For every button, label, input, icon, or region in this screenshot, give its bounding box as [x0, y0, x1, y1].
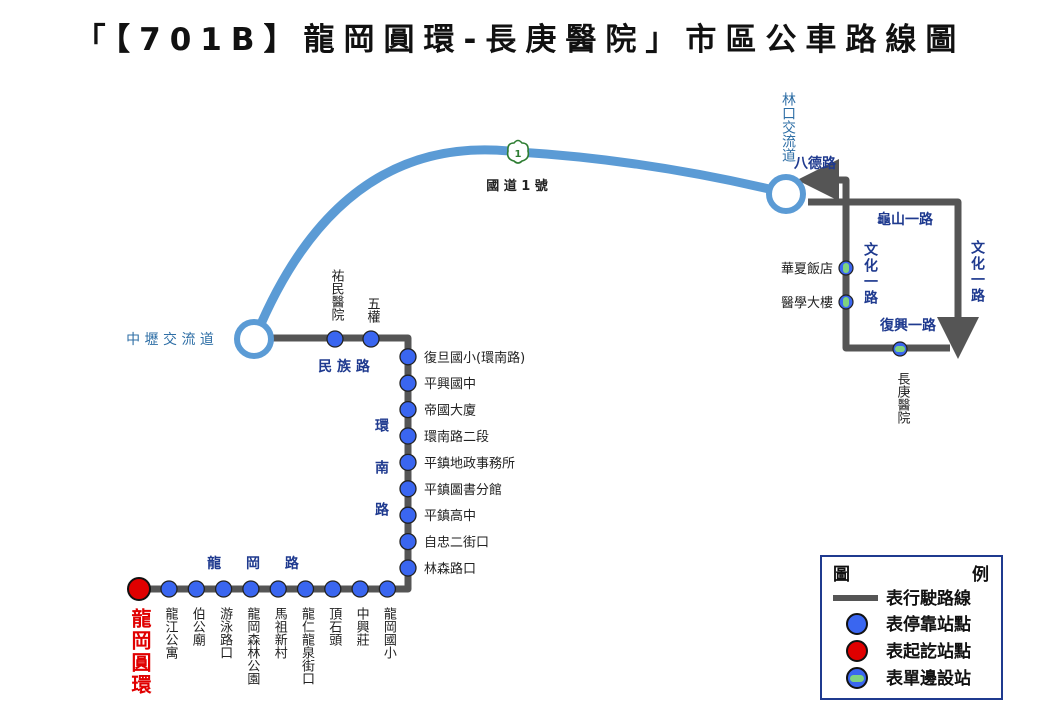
stop-name-longgang-2: 游泳路口 [217, 607, 233, 659]
one-way-stop-inner-0 [843, 263, 849, 273]
legend-title-left: 圖 [833, 565, 850, 585]
one-way-stop-name-1: 醫學大樓 [781, 296, 833, 311]
road-label-guishan: 龜山一路 [877, 211, 934, 228]
stop-name-huannan-5: 環南路二段 [424, 429, 489, 445]
stop-name-huannan-7: 平興國中 [424, 377, 476, 392]
stop-name-huannan-0: 林森路口 [424, 561, 476, 577]
stop-name-huannan-1: 自忠二街口 [424, 536, 489, 551]
road-label-minzu: 民 族 路 [318, 358, 371, 375]
stop-marker-longgang-7[interactable] [351, 580, 369, 598]
stop-name-longgang-5: 龍仁龍泉街口 [299, 606, 315, 685]
stop-marker-longgang-0[interactable] [160, 580, 178, 598]
stop-name-longgang-6: 頂石頭 [326, 607, 342, 646]
legend-title-right: 例 [972, 564, 989, 585]
road-label-longgang: 龍 岡 路 [207, 555, 309, 572]
stop-name-longgang-1: 伯公廟 [190, 607, 206, 646]
terminal-stop-name: 龍岡圓環 [128, 607, 152, 696]
stop-name-longgang-3: 龍岡森林公園 [244, 606, 260, 685]
stop-name-huannan-8: 復旦國小(環南路) [424, 350, 525, 366]
stop-marker-minzu-0[interactable] [362, 330, 380, 348]
road-label-bade: 八德路 [793, 155, 837, 172]
stop-marker-longgang-5[interactable] [296, 580, 315, 598]
road-label-wenhua-inner: 文化一路 [862, 241, 878, 306]
legend-item-terminal: 表起訖站點 [886, 641, 971, 662]
one-way-stop-inner-1 [843, 297, 849, 307]
stop-name-longgang-8: 龍岡國小 [381, 606, 397, 660]
linkou-interchange-label: 林口交流道 [780, 92, 796, 163]
road-label-wenhua-outer: 文化一路 [969, 239, 985, 304]
stop-name-changgeng: 長庚醫院 [895, 372, 911, 424]
stop-name-minzu-1: 祐民醫院 [329, 269, 345, 321]
stop-marker-longgang-3[interactable] [242, 580, 260, 598]
terminal-stop-marker[interactable] [127, 577, 151, 601]
highway-label: 國 道 1 號 [486, 178, 548, 194]
stop-marker-longgang-8[interactable] [378, 580, 397, 598]
stop-marker-longgang-1[interactable] [187, 580, 205, 598]
stop-name-longgang-0: 龍江公寓 [163, 606, 179, 659]
stop-marker-huannan-0[interactable] [399, 559, 417, 577]
stop-marker-longgang-4[interactable] [269, 580, 287, 598]
stop-marker-huannan-5[interactable] [399, 427, 417, 445]
stop-marker-minzu-1[interactable] [326, 330, 344, 348]
stop-marker-huannan-3[interactable] [399, 480, 417, 498]
stop-name-longgang-7: 中興莊 [354, 607, 370, 646]
legend-item-stop: 表停靠站點 [886, 614, 971, 635]
stop-marker-huannan-7[interactable] [399, 374, 417, 392]
route-line-main [139, 334, 412, 593]
stop-marker-longgang-6[interactable] [324, 580, 342, 598]
stop-name-minzu-0: 五權 [365, 297, 381, 323]
stop-marker-huannan-8[interactable] [399, 348, 417, 366]
legend-stop-icon [846, 613, 868, 635]
stops-minzu-group: 五權 祐民醫院 [326, 269, 381, 348]
stop-name-longgang-4: 馬祖新村 [272, 607, 288, 659]
stop-name-huannan-3: 平鎮圖書分館 [424, 482, 502, 498]
freeway-shield-number: 1 [515, 149, 522, 160]
stops-longgang-group: 龍江公寓伯公廟游泳路口龍岡森林公園馬祖新村龍仁龍泉街口頂石頭中興莊龍岡國小 [160, 580, 397, 685]
legend-item-route: 表行駛路線 [886, 588, 971, 609]
page-title: 「【701B】龍岡圓環-長庚醫院」市區公車路線圖 [74, 22, 966, 58]
stop-marker-huannan-6[interactable] [399, 400, 417, 419]
zhongli-interchange-circle [234, 319, 274, 359]
stop-marker-longgang-2[interactable] [214, 580, 233, 598]
route-line-outbound [808, 198, 979, 359]
legend-item-one-way: 表單邊設站 [886, 668, 971, 689]
stop-marker-huannan-1[interactable] [399, 532, 417, 551]
stop-name-huannan-4: 平鎮地政事務所 [424, 455, 515, 471]
legend-terminal-icon [846, 640, 868, 662]
one-way-stop-name-0: 華夏飯店 [781, 262, 833, 277]
stop-name-huannan-2: 平鎮高中 [424, 508, 476, 524]
zhongli-interchange-label: 中 壢 交 流 道 [126, 331, 214, 348]
legend-one-way-icon-inner [850, 675, 864, 682]
freeway-shield-icon: 1 [506, 139, 530, 164]
stop-marker-huannan-4[interactable] [399, 453, 417, 472]
stop-marker-huannan-2[interactable] [399, 506, 417, 524]
road-label-huannan: 環南路 [373, 418, 389, 544]
road-label-fuxing: 復興一路 [879, 317, 937, 334]
stop-name-huannan-6: 帝國大廈 [424, 403, 476, 419]
linkou-interchange-circle [766, 174, 806, 214]
legend: 圖 例 表行駛路線 表停靠站點 表起訖站點 表單邊設站 [820, 555, 1003, 700]
one-way-stop-changgeng[interactable] [892, 341, 908, 357]
